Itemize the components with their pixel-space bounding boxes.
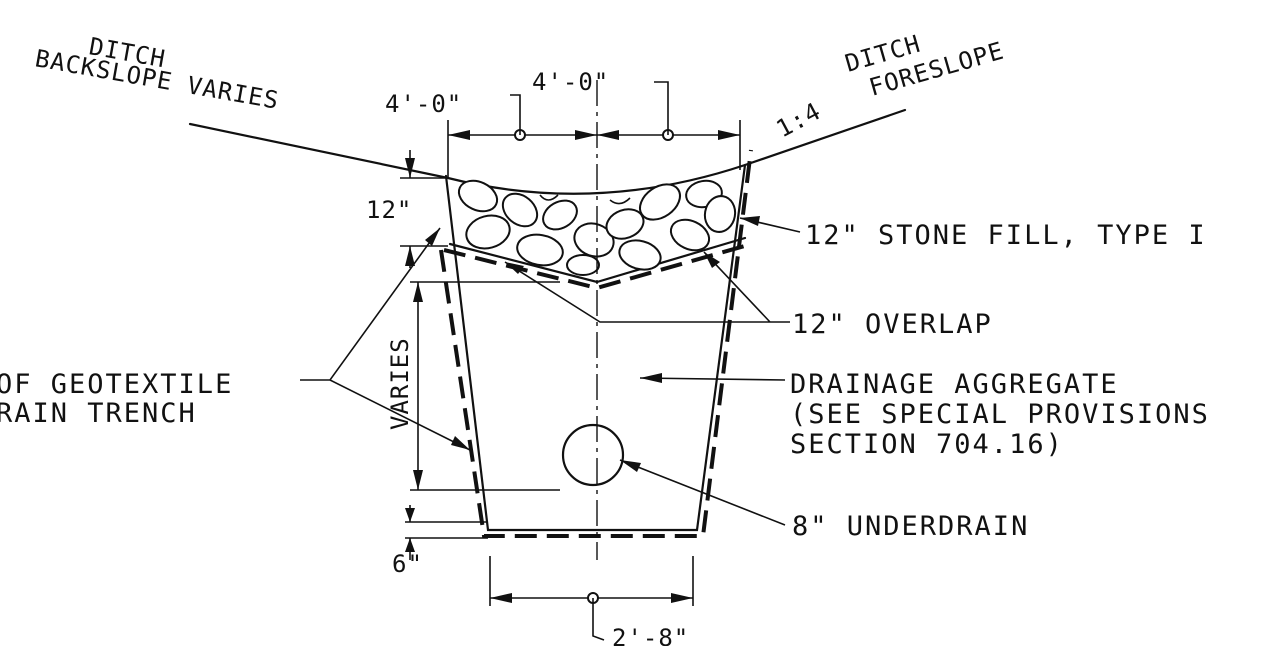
- geotextile-overlap-line: [443, 243, 749, 291]
- label-dim-12: 12": [366, 196, 412, 224]
- label-dim-6: 6": [392, 550, 423, 578]
- label-dim-left: 4'-0": [385, 90, 462, 118]
- leader-aggregate: [639, 377, 786, 381]
- geotextile-line: [439, 149, 753, 538]
- label-aggregate-3: SECTION 704.16): [790, 429, 1064, 460]
- label-geotextile-1: OF GEOTEXTILE: [0, 369, 233, 400]
- label-overlap: 12" OVERLAP: [792, 309, 993, 340]
- underdrain-pipe: [561, 423, 625, 487]
- label-dim-bottom: 2'-8": [612, 624, 689, 646]
- label-aggregate-1: DRAINAGE AGGREGATE: [790, 369, 1119, 400]
- trench-outline: [444, 163, 747, 532]
- label-dim-varies: VARIES: [386, 337, 414, 430]
- label-geotextile-2: RAIN TRENCH: [0, 398, 197, 429]
- label-aggregate-2: (SEE SPECIAL PROVISIONS: [790, 399, 1210, 430]
- label-stone-fill: 12" STONE FILL, TYPE I: [805, 220, 1207, 251]
- stone-fill-pattern: [457, 179, 737, 276]
- leader-geotextile: [300, 227, 471, 451]
- label-underdrain: 8" UNDERDRAIN: [792, 511, 1029, 542]
- leader-underdrain: [619, 459, 786, 526]
- label-slope-ratio: 1:4: [772, 97, 826, 143]
- label-dim-right: 4'-0": [532, 68, 609, 96]
